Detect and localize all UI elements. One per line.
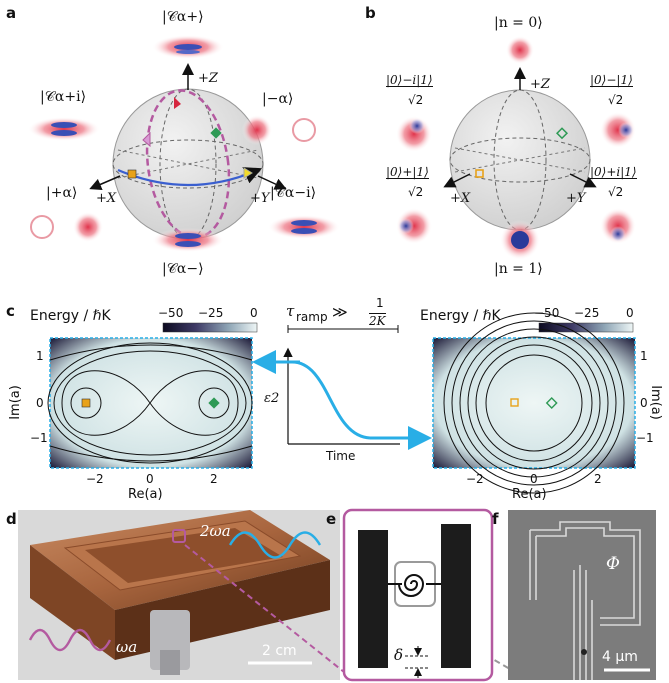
contour-plot-left	[47, 337, 253, 469]
sem-micrograph	[508, 510, 656, 680]
axis-label-y-b: +Y	[566, 191, 586, 206]
ramp-plot	[252, 325, 432, 450]
ramp-sub: ramp	[296, 310, 328, 324]
panel-b-wigner-functions	[396, 36, 636, 260]
drive-freq-label: 2ωa	[200, 522, 231, 540]
colorbar-title-left: Energy / ℏK	[30, 308, 111, 324]
marker-red-triangle	[174, 97, 181, 109]
scale-bar-label-f: 4 μm	[602, 649, 638, 665]
state-lr-numerator: |0⟩+i|1⟩	[590, 165, 637, 179]
ket-n0: |n = 0⟩	[494, 15, 543, 31]
panel-a-bloch-sphere	[89, 63, 287, 241]
axis-label-y-a: +Y	[250, 191, 270, 206]
panel-label-c: c	[6, 302, 15, 320]
ramp-rel: ≫	[332, 303, 348, 321]
state-ll-numerator: |0⟩+|1⟩	[386, 165, 429, 179]
ytick-right-m1: −1	[636, 431, 654, 445]
state-ul-denominator: √2	[408, 93, 424, 107]
xtick-left-m2: −2	[86, 472, 104, 486]
ytick-left-0: 0	[36, 396, 44, 410]
ket-cat-minus-i: |𝒞α−i⟩	[270, 185, 317, 201]
state-lr-denominator: √2	[608, 185, 624, 199]
colorbar-title-right: Energy / ℏK	[420, 308, 501, 324]
colorbar-right	[538, 322, 634, 333]
ket-n1: |n = 1⟩	[494, 261, 543, 277]
ylabel-right: Im(a)	[647, 385, 663, 420]
panel-label-b: b	[365, 4, 376, 22]
state-ur-denominator: √2	[608, 93, 624, 107]
state-ll-denominator: √2	[408, 185, 424, 199]
axis-label-z-a: +Z	[198, 71, 218, 86]
xlabel-left: Re(a)	[128, 487, 163, 502]
xtick-left-2: 2	[210, 472, 218, 486]
ramp-numerator: 1	[376, 296, 384, 310]
flux-phi-label: Φ	[606, 554, 620, 574]
ytick-left-1: 1	[36, 349, 44, 363]
axis-label-x-a: +X	[96, 191, 117, 206]
state-ul-numerator: |0⟩−i|1⟩	[386, 73, 433, 87]
eps2-label: ε2	[264, 391, 280, 406]
state-ur-numerator: |0⟩−|1⟩	[590, 73, 633, 87]
xtick-left-0: 0	[146, 472, 154, 486]
ket-cat-minus: |𝒞α−⟩	[162, 261, 204, 277]
cbar-tick-left-1: −50	[158, 306, 184, 320]
xtick-right-2: 2	[594, 472, 602, 486]
contour-plot-right	[432, 312, 636, 494]
cavity-photo	[18, 510, 340, 680]
panel-label-e: e	[326, 510, 337, 528]
xtick-right-m2: −2	[466, 472, 484, 486]
cbar-tick-right-3: 0	[626, 306, 634, 320]
ramp-tau: τ	[286, 302, 295, 320]
transmon-schematic	[342, 508, 494, 682]
axis-label-x-b: +X	[450, 191, 471, 206]
gap-delta-label: δ	[394, 646, 404, 664]
colorbar-left	[162, 322, 258, 333]
time-label: Time	[326, 449, 356, 463]
panel-label-d: d	[6, 510, 17, 528]
cbar-tick-left-2: −25	[198, 306, 224, 320]
panel-label-f: f	[492, 510, 499, 528]
panel-a-wigner-functions	[28, 35, 340, 252]
xtick-right-0: 0	[530, 472, 538, 486]
cbar-tick-right-2: −25	[574, 306, 600, 320]
ytick-right-1: 1	[640, 349, 648, 363]
scale-bar-label-d: 2 cm	[262, 643, 297, 659]
panel-b-bloch-sphere	[443, 67, 597, 231]
mode-freq-label: ωa	[116, 638, 138, 656]
ytick-right-0: 0	[640, 396, 648, 410]
ket-minus-alpha: |−α⟩	[262, 91, 294, 107]
ket-cat-plus: |𝒞α+⟩	[162, 9, 204, 25]
ylabel-left: Im(a)	[7, 385, 23, 420]
cbar-tick-left-3: 0	[250, 306, 258, 320]
ket-cat-plus-i: |𝒞α+i⟩	[40, 89, 87, 105]
xlabel-right: Re(a)	[512, 487, 547, 502]
ramp-denominator: 2K	[369, 313, 386, 328]
cbar-tick-right-1: −50	[534, 306, 560, 320]
axis-label-z-b: +Z	[530, 77, 550, 92]
ket-plus-alpha: |+α⟩	[46, 185, 78, 201]
ytick-left-m1: −1	[30, 431, 48, 445]
panel-label-a: a	[6, 4, 17, 22]
